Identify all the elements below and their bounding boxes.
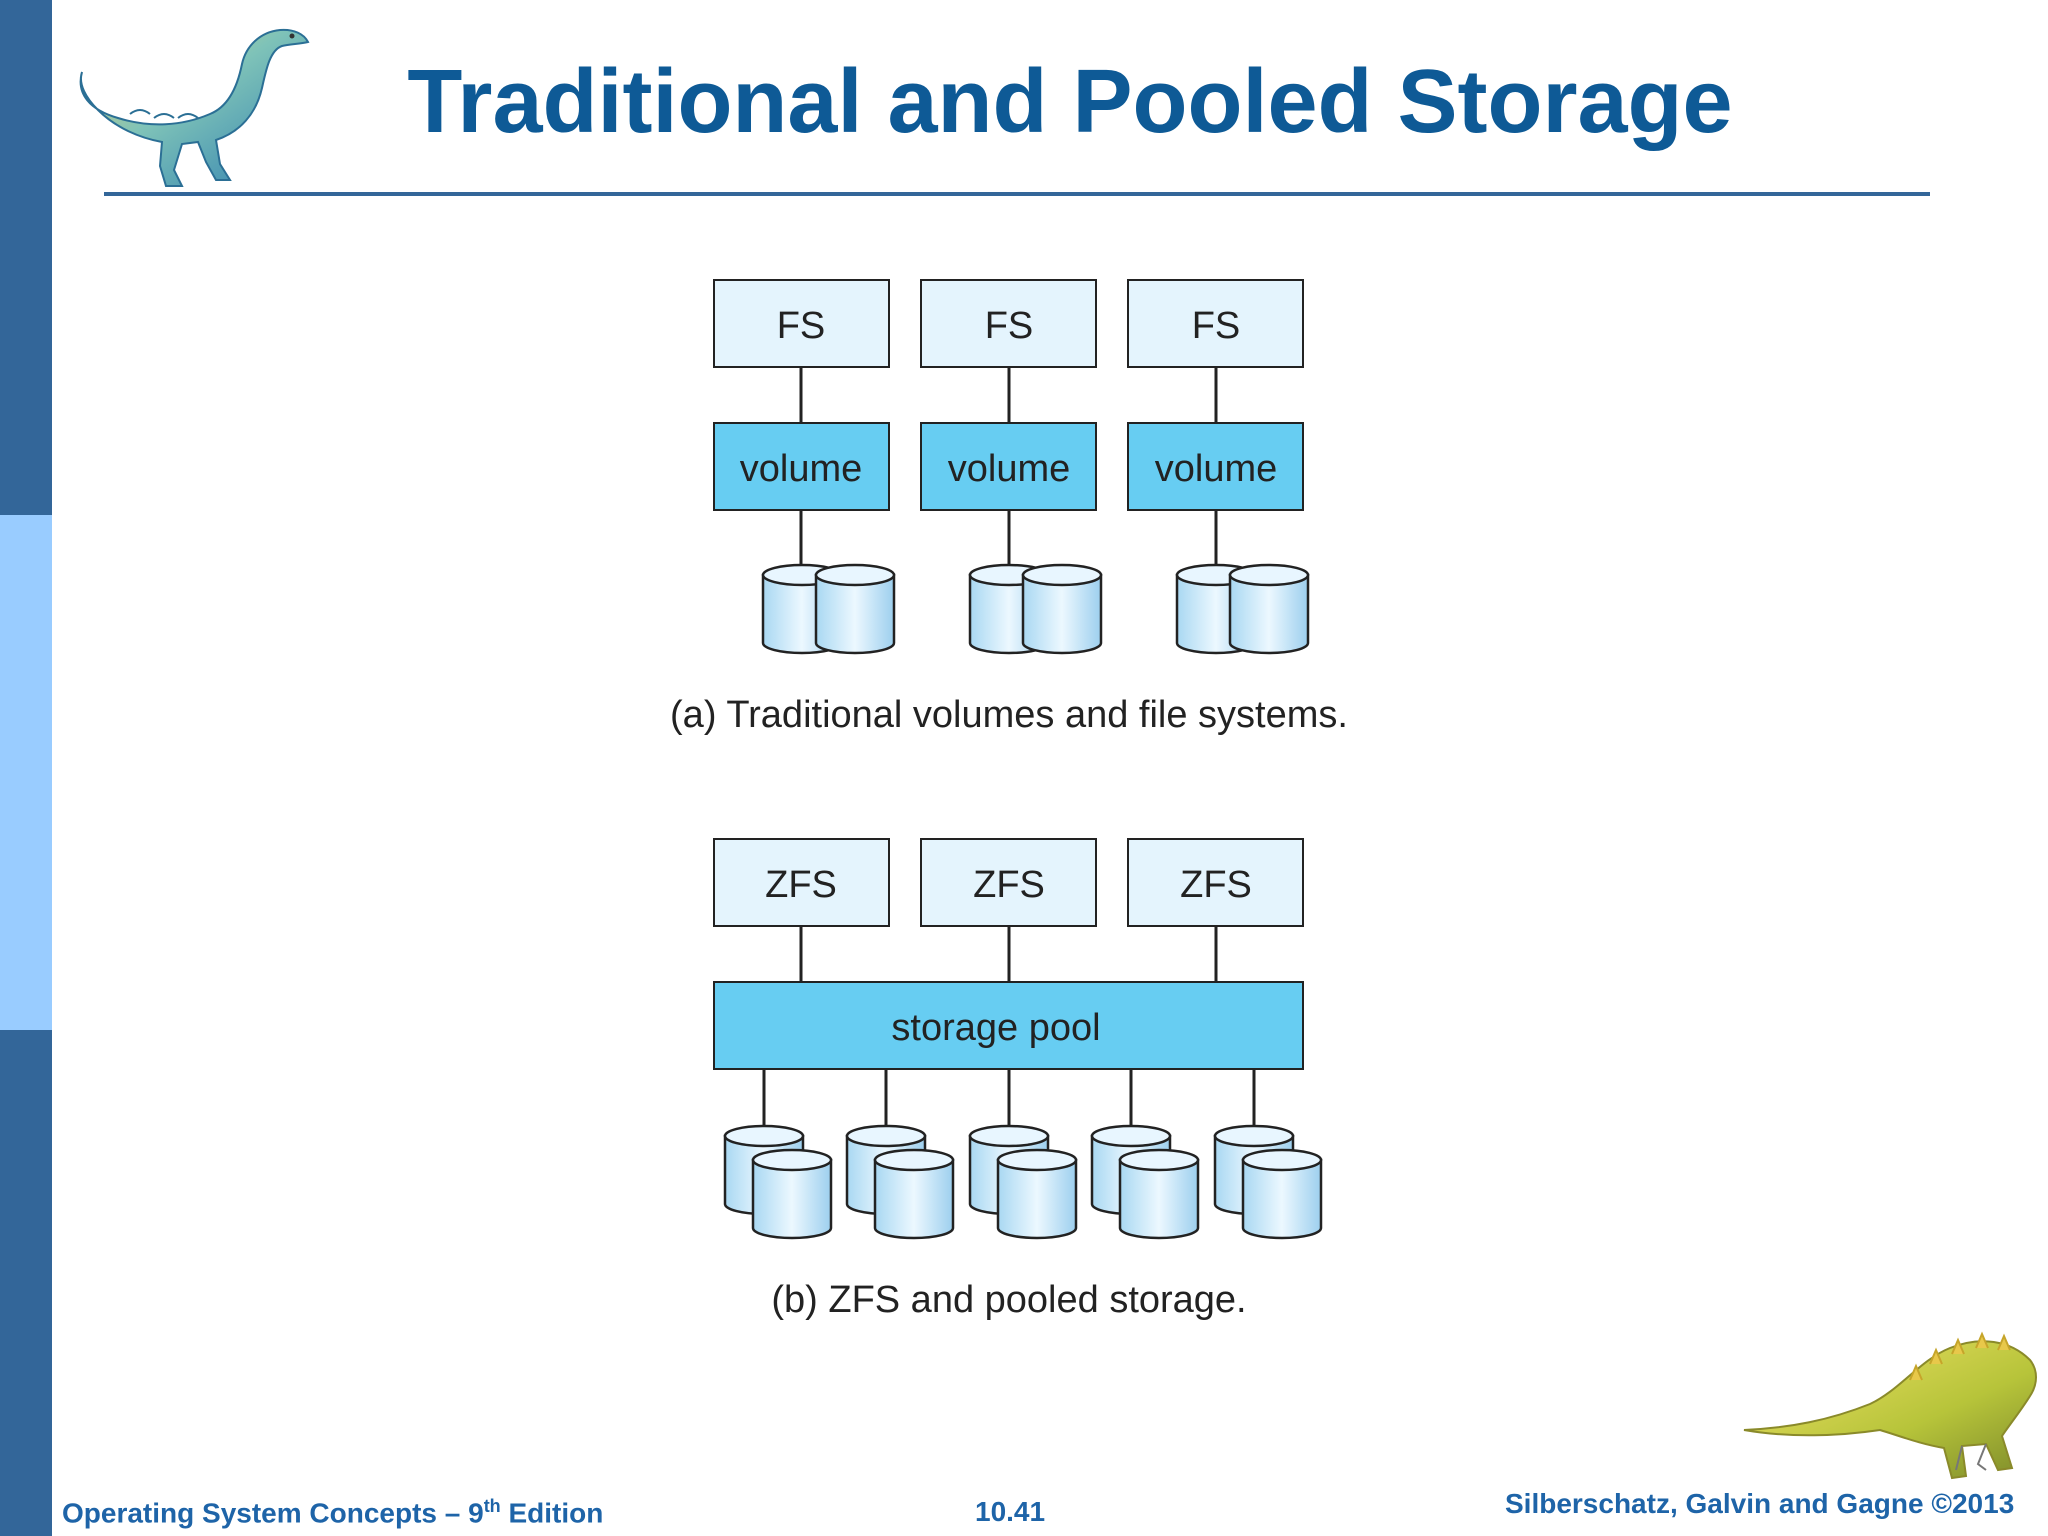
disk-cylinder-icon — [1118, 1148, 1200, 1240]
storage-pool-label: storage pool — [891, 1007, 1100, 1049]
volume-box: volume — [713, 422, 890, 511]
zfs-box: ZFS — [1127, 838, 1304, 927]
zfs-label: ZFS — [973, 864, 1045, 906]
volume-box: volume — [1127, 422, 1304, 511]
zfs-box: ZFS — [920, 838, 1097, 927]
volume-label: volume — [740, 448, 863, 490]
disk-pair — [968, 1124, 1078, 1240]
footer-edition-word: Edition — [500, 1497, 604, 1529]
disk-pair — [1090, 1124, 1200, 1240]
footer-book-text: Operating System Concepts – 9 — [62, 1497, 484, 1529]
caption-a: (a) Traditional volumes and file systems… — [670, 694, 1348, 736]
caption-b: (b) ZFS and pooled storage. — [771, 1279, 1246, 1321]
storage-pool-box: storage pool — [713, 981, 1304, 1070]
fs-box: FS — [713, 279, 890, 368]
fs-label: FS — [1192, 305, 1241, 347]
disk-cylinder-icon — [814, 563, 896, 655]
disk-cylinder-icon — [1021, 563, 1103, 655]
fs-box: FS — [1127, 279, 1304, 368]
disk-pair — [1213, 1124, 1323, 1240]
fs-box: FS — [920, 279, 1097, 368]
disk-pair — [1175, 563, 1310, 655]
disk-pair — [761, 563, 896, 655]
sidebar — [0, 0, 52, 1536]
disk-pair — [968, 563, 1103, 655]
disk-pair — [845, 1124, 955, 1240]
disk-cylinder-icon — [996, 1148, 1078, 1240]
dinosaur-corner-icon — [1743, 1331, 2037, 1480]
disk-cylinder-icon — [751, 1148, 833, 1240]
volume-label: volume — [948, 448, 1071, 490]
dinosaur-logo-icon — [79, 28, 310, 187]
diagram-a: FS FS FS volume volume volume — [670, 279, 1348, 736]
zfs-label: ZFS — [1180, 864, 1252, 906]
volume-label: volume — [1155, 448, 1278, 490]
disk-cylinder-icon — [873, 1148, 955, 1240]
fs-label: FS — [777, 305, 826, 347]
sidebar-band-top — [0, 0, 52, 515]
footer-book-title: Operating System Concepts – 9th Edition — [62, 1496, 603, 1529]
zfs-box: ZFS — [713, 838, 890, 927]
volume-box: volume — [920, 422, 1097, 511]
sidebar-band-middle — [0, 515, 52, 1030]
disk-cylinder-icon — [1241, 1148, 1323, 1240]
disk-pair — [723, 1124, 833, 1240]
title-divider — [104, 192, 1930, 196]
page-title: Traditional and Pooled Storage — [407, 52, 1733, 152]
diagram-b: ZFS ZFS ZFS storage pool — [713, 838, 1323, 1321]
disk-cylinder-icon — [1228, 563, 1310, 655]
zfs-label: ZFS — [765, 864, 837, 906]
sidebar-band-bottom — [0, 1030, 52, 1536]
fs-label: FS — [985, 305, 1034, 347]
slide-number: 10.41 — [975, 1496, 1046, 1527]
footer-copyright: Silberschatz, Galvin and Gagne ©2013 — [1505, 1488, 2015, 1519]
footer-edition-sup: th — [483, 1496, 501, 1516]
